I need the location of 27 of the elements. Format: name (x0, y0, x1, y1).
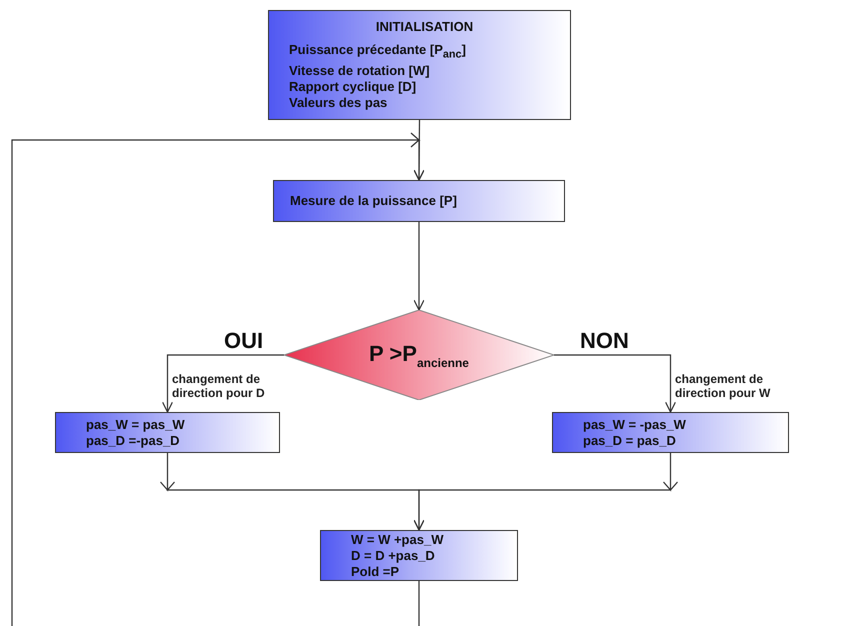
box-text: pas_W = pas_W (86, 416, 186, 432)
process-box (552, 412, 789, 453)
branch-note: changement de direction pour W (675, 372, 772, 400)
box-text: Valeurs des pas (289, 94, 388, 111)
arrow (11, 132, 425, 626)
box-text: Pold =P (351, 564, 400, 580)
process-box (55, 412, 280, 453)
arrow (554, 354, 676, 413)
process-box (268, 10, 571, 120)
arrow (162, 354, 284, 413)
process-box (320, 530, 518, 581)
process-box (273, 180, 565, 222)
box-text: pas_W = -pas_W (583, 416, 687, 432)
arrow (413, 453, 678, 531)
decision-diamond (284, 310, 554, 400)
condition-text: P >P$_{ancienne}$ (369, 340, 469, 370)
box-text: Mesure de la puissance [P] (290, 193, 458, 209)
box-text: pas_D =-pas_D (86, 432, 181, 448)
box-text: Rapport cyclique [D] (289, 78, 418, 95)
box-heading: INITIALISATION (374, 19, 474, 34)
box-text: D = D +pas_D (351, 548, 436, 564)
box-text: W = W +pas_W (351, 532, 444, 548)
box-text: Puissance précedante [P$_{anc}$] (289, 42, 467, 63)
arrow (413, 222, 425, 311)
box-text: Vitesse de rotation [W] (289, 62, 431, 79)
branch-note: changement de direction pour D (172, 372, 266, 400)
box-text: pas_D = pas_D (583, 432, 677, 448)
